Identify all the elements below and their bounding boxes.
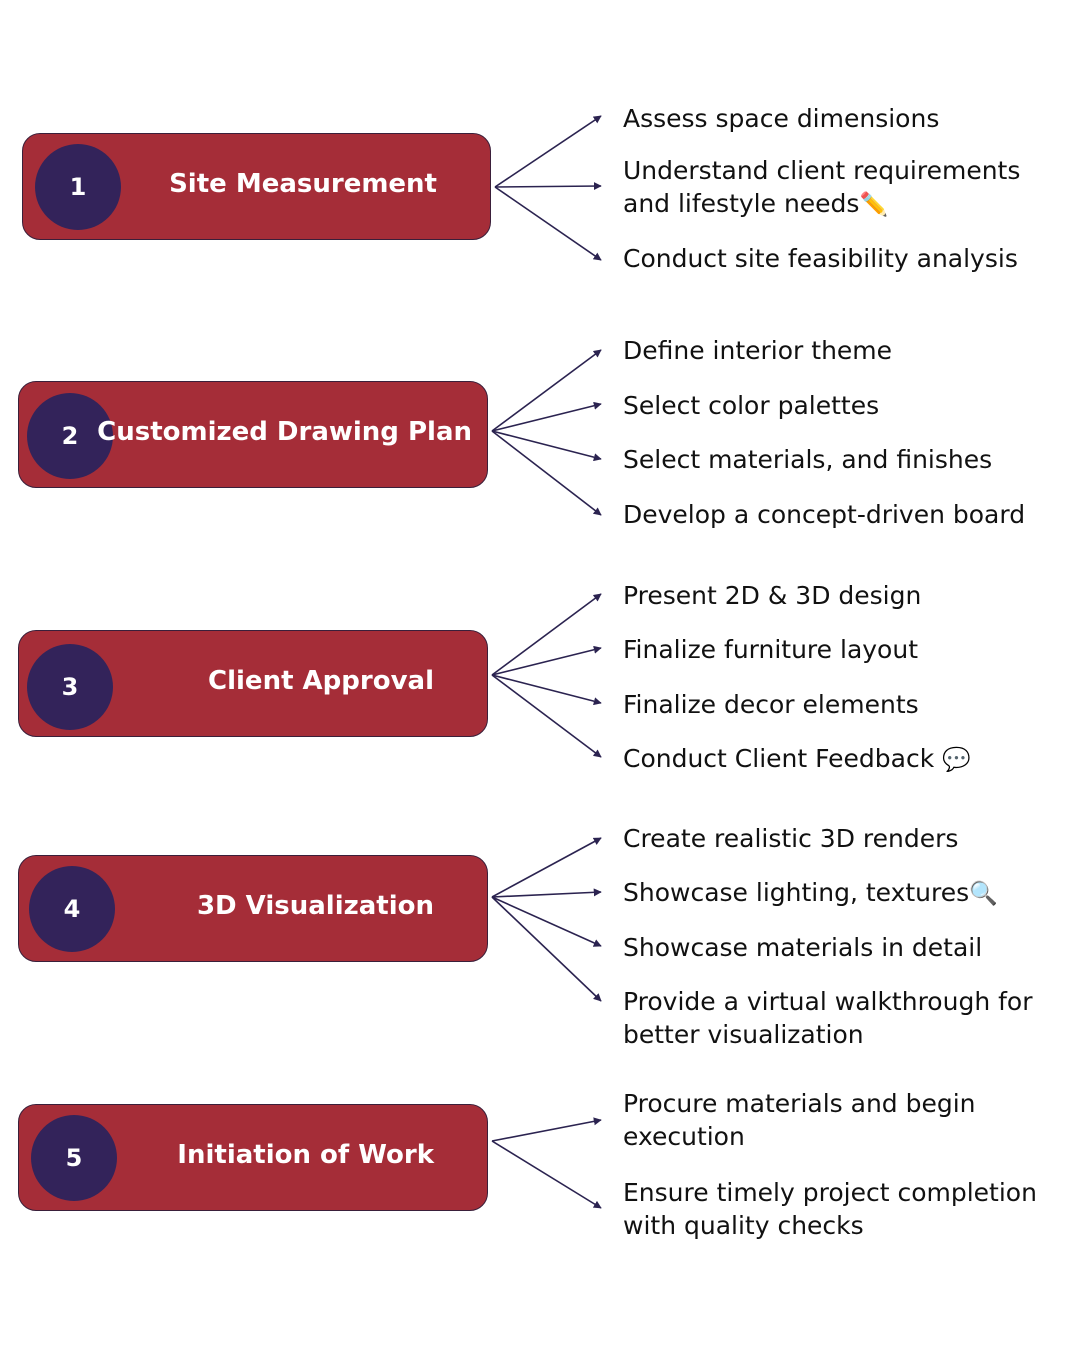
connector-1-1 — [494, 115, 602, 188]
step-4-item-3: Showcase materials in detail — [623, 933, 983, 962]
connector-1-2 — [494, 182, 602, 191]
connector-4-2 — [491, 888, 602, 898]
connector-3-4 — [491, 674, 602, 758]
step-3-item-3: Finalize decor elements — [623, 690, 919, 719]
step-1-item-1: Assess space dimensions — [623, 104, 940, 133]
connector-3-1 — [491, 593, 602, 676]
step-1-item-3: Conduct site feasibility analysis — [623, 244, 1018, 273]
connector-1-3 — [494, 186, 602, 261]
connector-2-4 — [491, 430, 602, 516]
step-3-item-2: Finalize furniture layout — [623, 635, 918, 664]
connector-5-1 — [491, 1117, 602, 1142]
connector-2-2 — [491, 401, 602, 432]
connector-4-1 — [491, 837, 602, 898]
step-4-item-1: Create realistic 3D renders — [623, 824, 959, 853]
connector-4-4 — [491, 896, 602, 1002]
step-2-item-4: Develop a concept-driven board — [623, 500, 1026, 529]
step-3-item-4: Conduct Client Feedback 💬 — [623, 744, 971, 773]
step-2-item-1: Define interior theme — [623, 336, 893, 365]
connector-3-3 — [491, 674, 602, 706]
connector-4-3 — [491, 896, 602, 947]
step-2-item-2: Select color palettes — [623, 391, 880, 420]
step-2-number: 2 — [27, 393, 113, 479]
step-4-number: 4 — [29, 866, 115, 952]
connector-2-1 — [491, 349, 602, 432]
step-5-title: Initiation of Work — [177, 1140, 434, 1170]
step-4-title: 3D Visualization — [196, 891, 434, 921]
connector-2-3 — [491, 430, 602, 462]
step-2-title: Customized Drawing Plan — [97, 417, 472, 447]
speech-bubble-icon: 💬 — [942, 747, 971, 773]
step-4-item-2: Showcase lighting, textures🔍 — [623, 878, 998, 907]
magnifier-icon: 🔍 — [969, 881, 998, 907]
step-1-number: 1 — [35, 144, 121, 230]
connector-5-2 — [491, 1140, 602, 1209]
step-2-item-3: Select materials, and finishes — [623, 445, 993, 474]
connector-3-2 — [491, 645, 602, 676]
step-3-item-1: Present 2D & 3D design — [623, 581, 922, 610]
step-3-number: 3 — [27, 644, 113, 730]
step-5-number: 5 — [31, 1115, 117, 1201]
pencil-icon: ✏️ — [859, 192, 889, 218]
step-3-title: Client Approval — [208, 666, 434, 696]
step-1-title: Site Measurement — [169, 169, 437, 199]
